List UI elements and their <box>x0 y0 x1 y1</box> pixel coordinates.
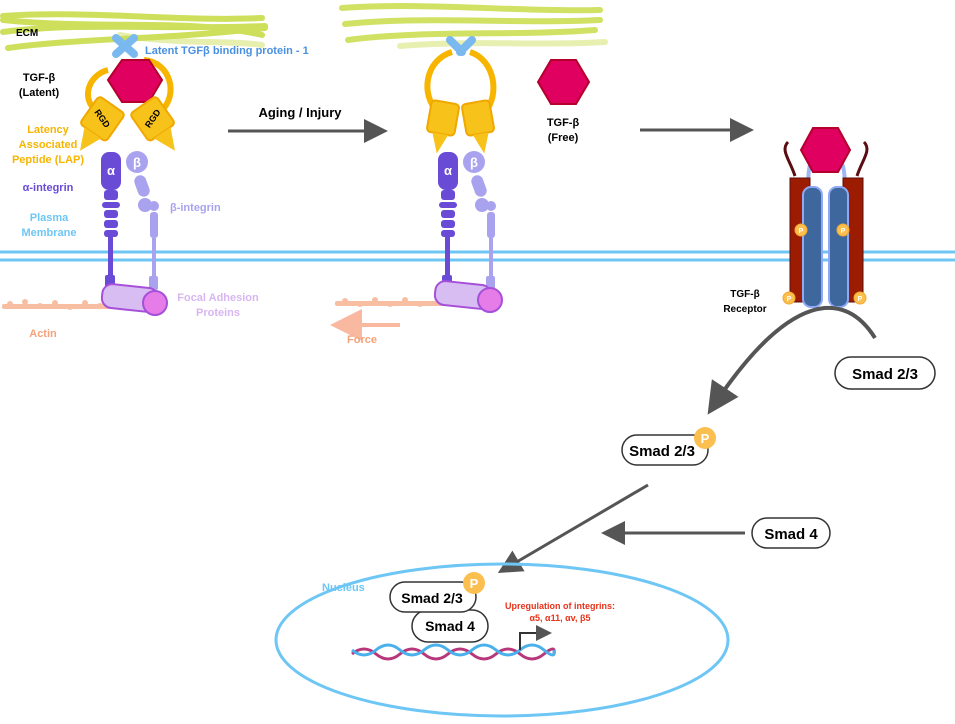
lap-label-1: Latency <box>27 124 69 136</box>
ltbp-icon <box>446 36 476 56</box>
alpha-symbol: α <box>107 163 115 178</box>
p-label: P <box>799 228 804 235</box>
smad23-nuclear-label: Smad 2/3 <box>401 590 463 606</box>
receptor-label-2: Receptor <box>723 304 766 315</box>
svg-text:Smad 2/3: Smad 2/3 <box>852 366 918 383</box>
tgfb-free-hexagon <box>536 59 591 105</box>
focal-adhesion-circle <box>142 290 168 316</box>
tgfb-receptor: P P P P <box>782 127 869 308</box>
aging-injury-label: Aging / Injury <box>258 105 342 120</box>
force-label: Force <box>347 334 377 346</box>
dna-strand-1 <box>351 647 556 661</box>
p-label: P <box>841 228 846 235</box>
tgfb-bound-hexagon <box>799 127 852 173</box>
phospho-icons <box>782 223 867 305</box>
ecm-fibers <box>0 11 268 51</box>
smad23-pill-cytoplasm: Smad 2/3 <box>834 356 936 390</box>
tgfb-free-label: TGF-β <box>547 117 580 129</box>
dna-strand-2 <box>351 643 556 657</box>
membrane-label-1: Plasma <box>30 212 69 224</box>
smad4-pill-cytoplasm: Smad 4 <box>751 517 831 549</box>
svg-text:P: P <box>701 431 710 446</box>
svg-text:Smad 4: Smad 4 <box>764 526 818 543</box>
activated-complex-middle: α β <box>330 36 591 341</box>
transcription-start-arrow <box>519 625 552 650</box>
lap-label-2: Associated <box>19 139 78 151</box>
ecm-fibers-middle <box>339 3 608 49</box>
tgfb-latent-label: TGF-β <box>23 72 56 84</box>
smad4-nuclear-label: Smad 4 <box>425 618 475 634</box>
beta-integrin-icon <box>126 151 159 290</box>
actin-filament <box>335 297 455 307</box>
tgfb-latent-hexagon <box>106 59 164 103</box>
svg-text:P: P <box>470 576 479 591</box>
ltbp-icon <box>112 34 138 58</box>
beta-symbol: β <box>470 155 478 170</box>
focal-adhesion-circle <box>477 287 503 313</box>
ltbp-label: Latent TGFβ binding protein - 1 <box>145 45 309 57</box>
actin-label: Actin <box>29 328 57 340</box>
lap-label-3: Peptide (LAP) <box>12 154 84 166</box>
ecm-label: ECM <box>16 28 38 39</box>
beta-symbol: β <box>133 155 141 170</box>
membrane-label-2: Membrane <box>21 227 76 239</box>
beta-integrin-label: β-integrin <box>170 202 221 214</box>
nucleus: Nucleus Smad 4 Smad 2/3 P Upregulation o… <box>274 562 730 718</box>
svg-text:Smad 2/3: Smad 2/3 <box>629 443 695 460</box>
p-label: P <box>858 296 863 303</box>
integrin-list-label: α5, α11, αv, β5 <box>530 613 591 623</box>
translocation-arrow <box>497 483 649 574</box>
smad23-phospho-pill: Smad 2/3 P <box>621 427 716 466</box>
beta-integrin-icon <box>463 151 496 290</box>
receptor-label: TGF-β <box>730 289 759 300</box>
p-label: P <box>787 296 792 303</box>
latent-complex-left: RGD RGD α β <box>2 34 175 316</box>
phosphorylation-arrow <box>707 305 877 415</box>
nucleus-label: Nucleus <box>322 582 365 594</box>
alpha-integrin-label: α-integrin <box>23 182 74 194</box>
focal-adhesion-label-2: Proteins <box>196 307 240 319</box>
alpha-symbol: α <box>444 163 452 178</box>
focal-adhesion-label-1: Focal Adhesion <box>177 292 259 304</box>
upregulation-label: Upregulation of integrins: <box>505 601 615 611</box>
tgfb-free-label-2: (Free) <box>548 132 579 144</box>
tgfb-latent-label-2: (Latent) <box>19 87 60 99</box>
